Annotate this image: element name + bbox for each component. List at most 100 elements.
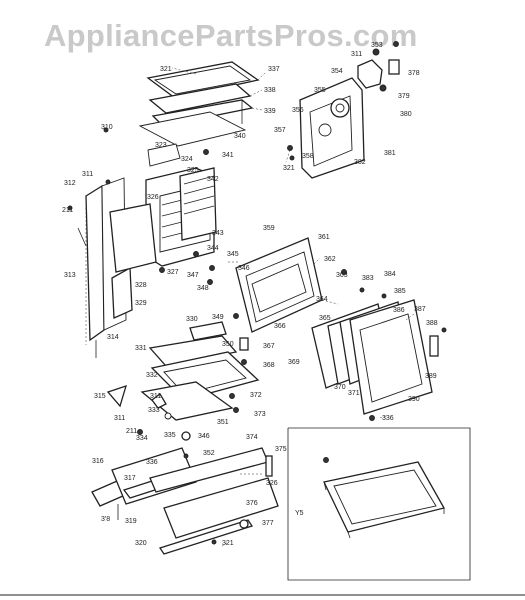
knob-377 (239, 519, 249, 529)
callout-383: 383 (362, 275, 374, 282)
top-panel-assembly (138, 61, 260, 147)
callout-311: 311 (82, 171, 93, 178)
callout-358: 358 (302, 153, 314, 160)
callout-326b: 326 (266, 480, 278, 487)
callout-386: 386 (393, 307, 405, 314)
part-378 (388, 59, 400, 75)
callout-364: 364 (316, 296, 328, 303)
callout-369: 369 (288, 359, 300, 366)
side-panel-312 (85, 184, 105, 342)
callout-339: 339 (264, 108, 276, 115)
callout-211b: 211 (126, 428, 137, 435)
bracket-330 (189, 321, 227, 341)
clip-311 (151, 393, 167, 409)
callout-346b: 346 (198, 433, 210, 440)
callout-341: 341 (222, 152, 234, 159)
part-328 (265, 455, 273, 477)
callout-351: 351 (217, 419, 229, 426)
callout-352: 352 (203, 450, 215, 457)
outer-door-frame (207, 237, 347, 333)
oven-liner-assembly (109, 143, 217, 273)
callout-378: 378 (408, 70, 420, 77)
bracket-354 (357, 59, 383, 89)
callout-336b: 336 (382, 415, 394, 422)
callout-332: 332 (146, 372, 158, 379)
callout-374: 374 (246, 434, 258, 441)
broiler-pan-detail (287, 427, 471, 581)
callout-359: 359 (263, 225, 275, 232)
callout-labels: 321 337 338 339 340 323 341 324 325 342 … (62, 42, 438, 547)
callout-333: 333 (148, 407, 160, 414)
callout-377: 377 (262, 520, 274, 527)
callout-344: 344 (207, 245, 219, 252)
callout-366: 366 (274, 323, 286, 330)
corner-bracket-315 (106, 384, 127, 408)
hinge-367 (239, 337, 249, 351)
leader-lines (171, 67, 415, 547)
callout-320: 320 (135, 540, 147, 547)
side-rack-342 (179, 167, 217, 241)
callout-356: 356 (292, 107, 304, 114)
callout-380: 380 (400, 111, 412, 118)
callout-365: 365 (319, 315, 331, 322)
callout-353: 353 (371, 42, 383, 49)
callout-343: 343 (212, 230, 224, 237)
bottom-plate-351 (140, 381, 234, 421)
callout-324: 324 (181, 156, 193, 163)
callout-316: 316 (92, 458, 104, 465)
handle-389 (429, 335, 439, 357)
bracket-329 (111, 266, 133, 319)
callout-327: 327 (167, 269, 179, 276)
callout-321c: 321 (283, 165, 295, 172)
door-glass-stack (311, 287, 447, 421)
callout-y5: Y5 (295, 510, 304, 517)
callout-363: 363 (336, 272, 348, 279)
callout-318: 3'8 (101, 516, 110, 523)
top-trim-inner (153, 65, 252, 95)
callout-342: 342 (207, 176, 219, 183)
callout-326: 326 (147, 194, 159, 201)
callout-334: 334 (136, 435, 148, 442)
callout-381: 381 (384, 150, 396, 157)
callout-368: 368 (263, 362, 275, 369)
callout-323: 323 (155, 142, 167, 149)
callout-354: 354 (331, 68, 343, 75)
callout-311b: 311 (150, 393, 161, 400)
callout-348: 348 (197, 285, 209, 292)
callout-347: 347 (187, 272, 199, 279)
callout-312: 312 (64, 180, 76, 187)
callout-349: 349 (212, 314, 224, 321)
control-panel-assembly (287, 41, 400, 179)
bar-320 (158, 519, 254, 555)
callout-315: 315 (94, 393, 106, 400)
kick-panel-assembly (91, 447, 279, 555)
callout-331: 331 (135, 345, 147, 352)
callout-345: 345 (227, 251, 239, 258)
callout-329: 329 (135, 300, 147, 307)
callout-361: 361 (318, 234, 330, 241)
callout-338: 338 (264, 87, 276, 94)
callout-317: 317 (124, 475, 136, 482)
callout-385: 385 (394, 288, 406, 295)
callout-336: 336 (146, 459, 158, 466)
callout-388: 388 (426, 320, 438, 327)
callout-370: 370 (334, 384, 346, 391)
callout-211: 211 (62, 207, 73, 214)
callout-310: 310 (101, 124, 113, 131)
callout-350: 350 (222, 341, 234, 348)
callout-346: 346 (238, 265, 250, 272)
watermark: AppliancePartsPros.com (44, 18, 418, 53)
liner-panel-front (109, 203, 157, 273)
callout-330: 330 (186, 316, 198, 323)
callout-321b: 321 (222, 540, 234, 547)
callout-367: 367 (263, 343, 275, 350)
callout-373: 373 (254, 411, 266, 418)
callout-321: 321 (160, 66, 172, 73)
callout-335: 335 (164, 432, 176, 439)
part-323 (147, 143, 181, 167)
callout-311c: 311 (114, 415, 125, 422)
callout-362: 362 (324, 256, 336, 263)
callout-319: 319 (125, 518, 137, 525)
